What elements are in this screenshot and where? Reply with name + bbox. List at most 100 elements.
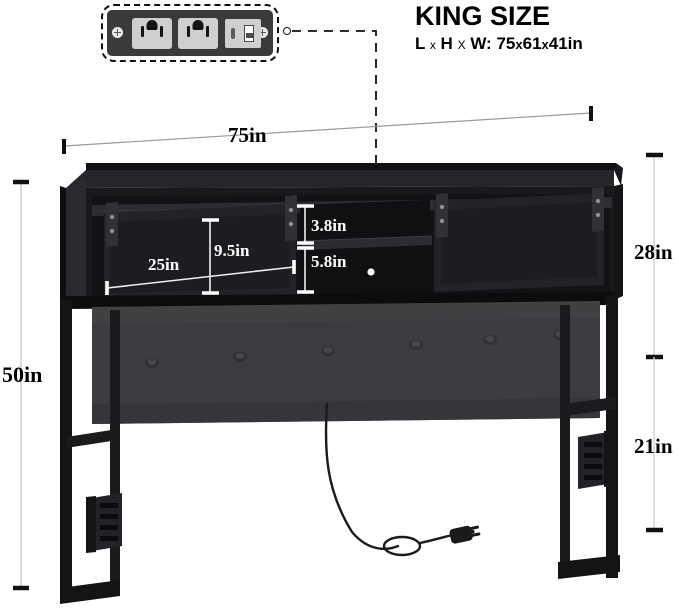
tuft-button	[233, 352, 247, 362]
outlet-callout-border	[101, 4, 279, 62]
spec-v3: 41in	[548, 34, 583, 54]
power-cord-tail	[418, 533, 454, 545]
tuft-button	[483, 335, 497, 345]
dimension-25in	[105, 260, 296, 295]
dimension-label-headboard-height: 28in	[634, 240, 673, 264]
leader-origin-dot	[283, 27, 291, 35]
right-end-panel	[614, 184, 623, 300]
callout-leader-line	[292, 30, 377, 274]
leg-left-bracket	[92, 493, 122, 551]
leg-right-outer-post	[606, 295, 618, 578]
tuft-button	[145, 358, 159, 368]
bracket-slot	[100, 525, 118, 530]
dimension-label-compartment-width: 25in	[148, 255, 180, 274]
spec-x2: X	[457, 38, 466, 53]
tuft-highlight	[147, 359, 157, 365]
left-end-panel	[66, 176, 86, 303]
title-block: KING SIZE L x H X W: 75x61x41in	[415, 2, 583, 54]
tuft-buttons	[145, 330, 567, 368]
hanger-bolt-3	[288, 207, 294, 213]
spec-x4: x	[541, 37, 549, 53]
bracket-slot	[100, 536, 118, 541]
bracket-slot	[584, 475, 602, 480]
top-surface	[66, 170, 614, 188]
dimension-75in	[62, 106, 593, 154]
outlet-location-marker	[367, 268, 375, 276]
barn-door-rail	[92, 197, 612, 216]
center-compartment	[300, 200, 430, 297]
ac-slot-right-2	[205, 26, 209, 37]
power-plug	[449, 525, 481, 544]
sliding-door-right	[434, 193, 604, 292]
spec-h: H	[440, 34, 453, 54]
leg-right-inner-post	[560, 305, 570, 572]
tuft-highlight	[235, 353, 245, 359]
center-divider-shelf	[302, 236, 432, 250]
ac-ground-pin-2	[192, 20, 204, 30]
tuft-button	[409, 340, 423, 350]
ac-slot-left-1	[141, 26, 145, 37]
leg-left-foot-rail	[60, 580, 120, 604]
bracket-slot	[584, 464, 602, 469]
leg-left-cross-rail	[66, 429, 118, 448]
hanger-bolt-5	[439, 204, 445, 210]
leg-left-outer-post	[60, 300, 72, 600]
tuft-button	[321, 346, 335, 356]
dimension-label-lower-shelf: 5.8in	[311, 252, 347, 271]
cabinet-front-face	[66, 186, 614, 303]
power-outlet-plate	[107, 10, 273, 56]
screw-icon-left	[112, 27, 123, 38]
hanger-bolt-7	[595, 198, 601, 204]
tuft-highlight	[411, 341, 421, 347]
hanger-bolt-1	[109, 214, 115, 220]
screw-icon-right	[257, 27, 268, 38]
dimension-label-compartment-height: 9.5in	[214, 241, 250, 260]
leg-left-inner-post	[110, 310, 120, 596]
left-edge-dark	[60, 186, 66, 303]
leg-left	[60, 300, 122, 604]
dimension-spec-line: L x H X W: 75x61x41in	[415, 34, 583, 54]
hanger-bolt-4	[288, 221, 294, 227]
top-right-return	[614, 163, 623, 186]
spec-x3: x	[515, 37, 523, 53]
bracket-slot	[100, 514, 118, 519]
ac-outlet-2	[178, 18, 218, 49]
usb-port-panel	[225, 19, 261, 48]
bracket-slot	[584, 442, 602, 447]
leg-right-cross-rail	[562, 397, 616, 416]
spec-x1: x	[429, 38, 436, 53]
spec-v2: 61	[522, 34, 542, 54]
top-back-lip	[86, 163, 616, 170]
page-title: KING SIZE	[415, 1, 551, 31]
dimension-label-upper-shelf: 3.8in	[311, 216, 347, 235]
door-hanger-left-a	[106, 202, 118, 247]
ac-outlet-1	[132, 18, 172, 49]
door-hanger-left-b	[285, 195, 297, 241]
tuft-highlight	[485, 336, 495, 342]
cabinet-bottom-edge	[66, 292, 614, 309]
dimension-label-width: 75in	[228, 123, 267, 147]
leg-right-foot-rail	[558, 555, 620, 579]
leg-right-bracket-flange	[604, 430, 614, 487]
sliding-door-right-inset	[441, 202, 597, 284]
leg-right	[558, 295, 620, 579]
bracket-slot	[100, 503, 118, 508]
dimension-label-total-height: 50in	[2, 362, 43, 387]
tuft-button	[553, 330, 567, 340]
ac-slot-left-2	[187, 26, 191, 37]
power-cord-loop	[382, 535, 422, 557]
ac-ground-pin-1	[146, 20, 158, 30]
ac-slot-right-1	[159, 26, 163, 37]
usb-c-port-icon	[231, 28, 235, 39]
sliding-door-left	[104, 204, 296, 300]
door-hanger-right-b	[592, 187, 604, 232]
tuft-highlight	[555, 331, 565, 337]
dimension-label-leg-height: 21in	[634, 434, 673, 458]
bracket-slot	[584, 453, 602, 458]
door-hanger-right-a	[436, 193, 448, 238]
leg-right-bracket	[578, 432, 608, 489]
hanger-bolt-6	[439, 218, 445, 224]
sliding-door-left-inset	[111, 214, 289, 293]
